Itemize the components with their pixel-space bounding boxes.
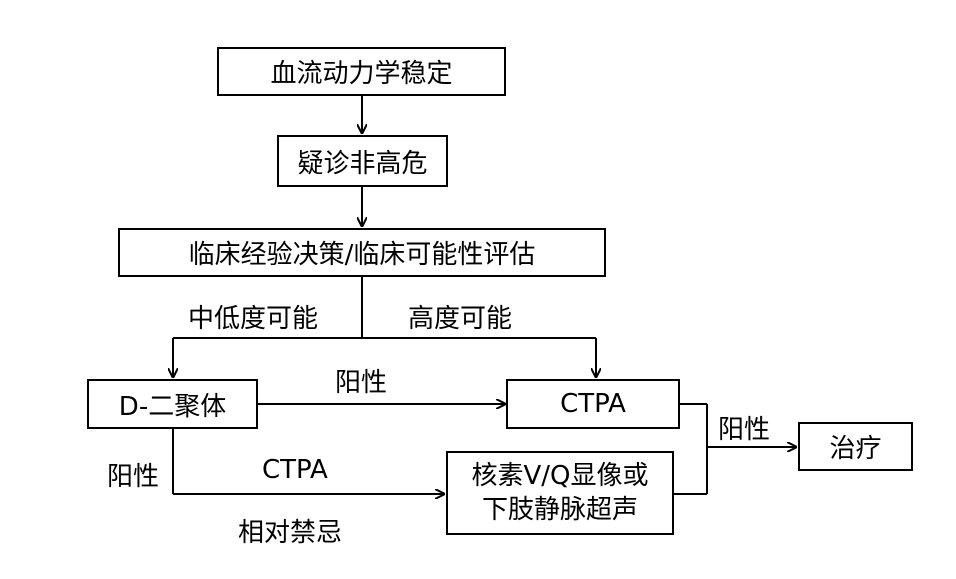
label-high-probability: 高度可能 (408, 304, 513, 334)
label-ctpa-contra-b: 相对禁忌 (238, 518, 343, 548)
node-clinical-eval: 临床经验决策/临床可能性评估 (118, 228, 606, 277)
node-alt-imaging-line1: 核素V/Q显像或 (471, 461, 649, 491)
node-ctpa: CTPA (506, 379, 680, 429)
node-ddimer-text: D-二聚体 (118, 391, 227, 422)
node-suspect-nonhigh: 疑诊非高危 (277, 135, 448, 187)
label-positive-ddimer-to-ctpa: 阳性 (335, 368, 388, 398)
label-positive-to-treatment: 阳性 (718, 415, 771, 445)
node-treatment-text: 治疗 (829, 434, 882, 464)
node-alt-imaging-line2: 下肢静脉超声 (481, 495, 638, 525)
node-treatment: 治疗 (798, 422, 913, 471)
node-ctpa-text: CTPA (560, 389, 626, 419)
node-suspect-nonhigh-text: 疑诊非高危 (297, 148, 428, 179)
node-alt-imaging: 核素V/Q显像或 下肢静脉超声 (446, 451, 674, 535)
node-hemodynamic-stable: 血流动力学稳定 (217, 47, 506, 96)
node-ddimer: D-二聚体 (87, 379, 258, 429)
node-hemodynamic-stable-text: 血流动力学稳定 (270, 59, 453, 89)
node-clinical-eval-text: 临床经验决策/临床可能性评估 (188, 240, 536, 270)
label-low-mid-probability: 中低度可能 (188, 304, 319, 334)
label-ctpa-contra-a: CTPA (262, 455, 328, 485)
label-positive-ddimer-down: 阳性 (107, 462, 160, 492)
